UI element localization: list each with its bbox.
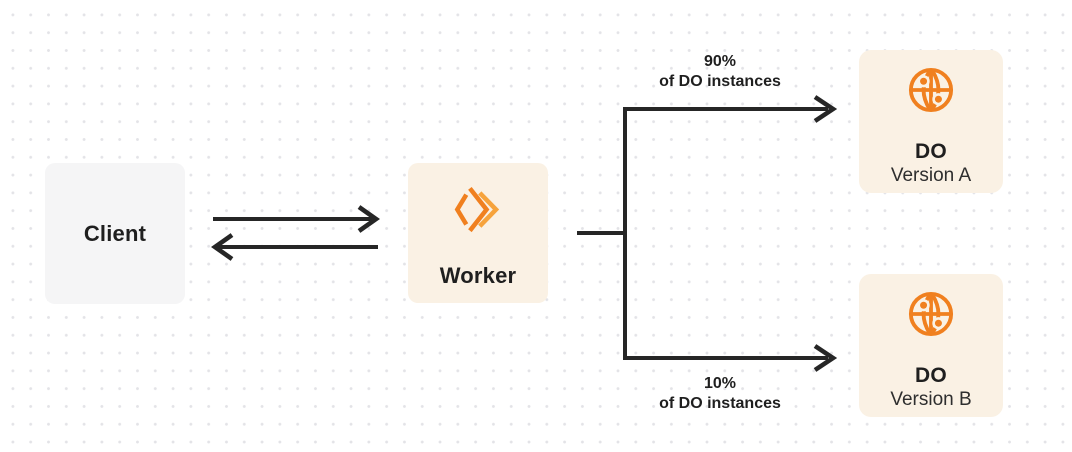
branch-b-label: 10% of DO instances: [610, 374, 830, 413]
durable-object-globe-icon: [908, 67, 954, 113]
worker-label: Worker: [439, 263, 517, 288]
do-b-subtitle: Version B: [890, 389, 972, 410]
branch-a-caption: of DO instances: [659, 72, 781, 90]
worker-node: Worker: [408, 163, 548, 303]
branch-b-arrow: [623, 344, 838, 372]
durable-object-globe-icon: [908, 291, 954, 337]
do-a-title: DO: [914, 140, 948, 163]
branch-b-percent: 10%: [703, 375, 737, 392]
client-label: Client: [83, 220, 147, 246]
do-version-b-node: DO Version B: [859, 274, 1003, 417]
branch-a-label: 90% of DO instances: [610, 52, 830, 91]
branch-b-caption: of DO instances: [659, 394, 781, 412]
branch-a-percent: 90%: [703, 53, 737, 70]
do-a-subtitle: Version A: [890, 165, 972, 186]
worker-to-client-arrow: [211, 233, 378, 261]
client-node: Client: [45, 163, 185, 304]
branch-a-arrow: [623, 95, 838, 123]
cloudflare-workers-logo-icon: [454, 187, 500, 233]
client-to-worker-arrow: [213, 205, 380, 233]
do-b-title: DO: [914, 364, 948, 387]
do-version-a-node: DO Version A: [859, 50, 1003, 193]
